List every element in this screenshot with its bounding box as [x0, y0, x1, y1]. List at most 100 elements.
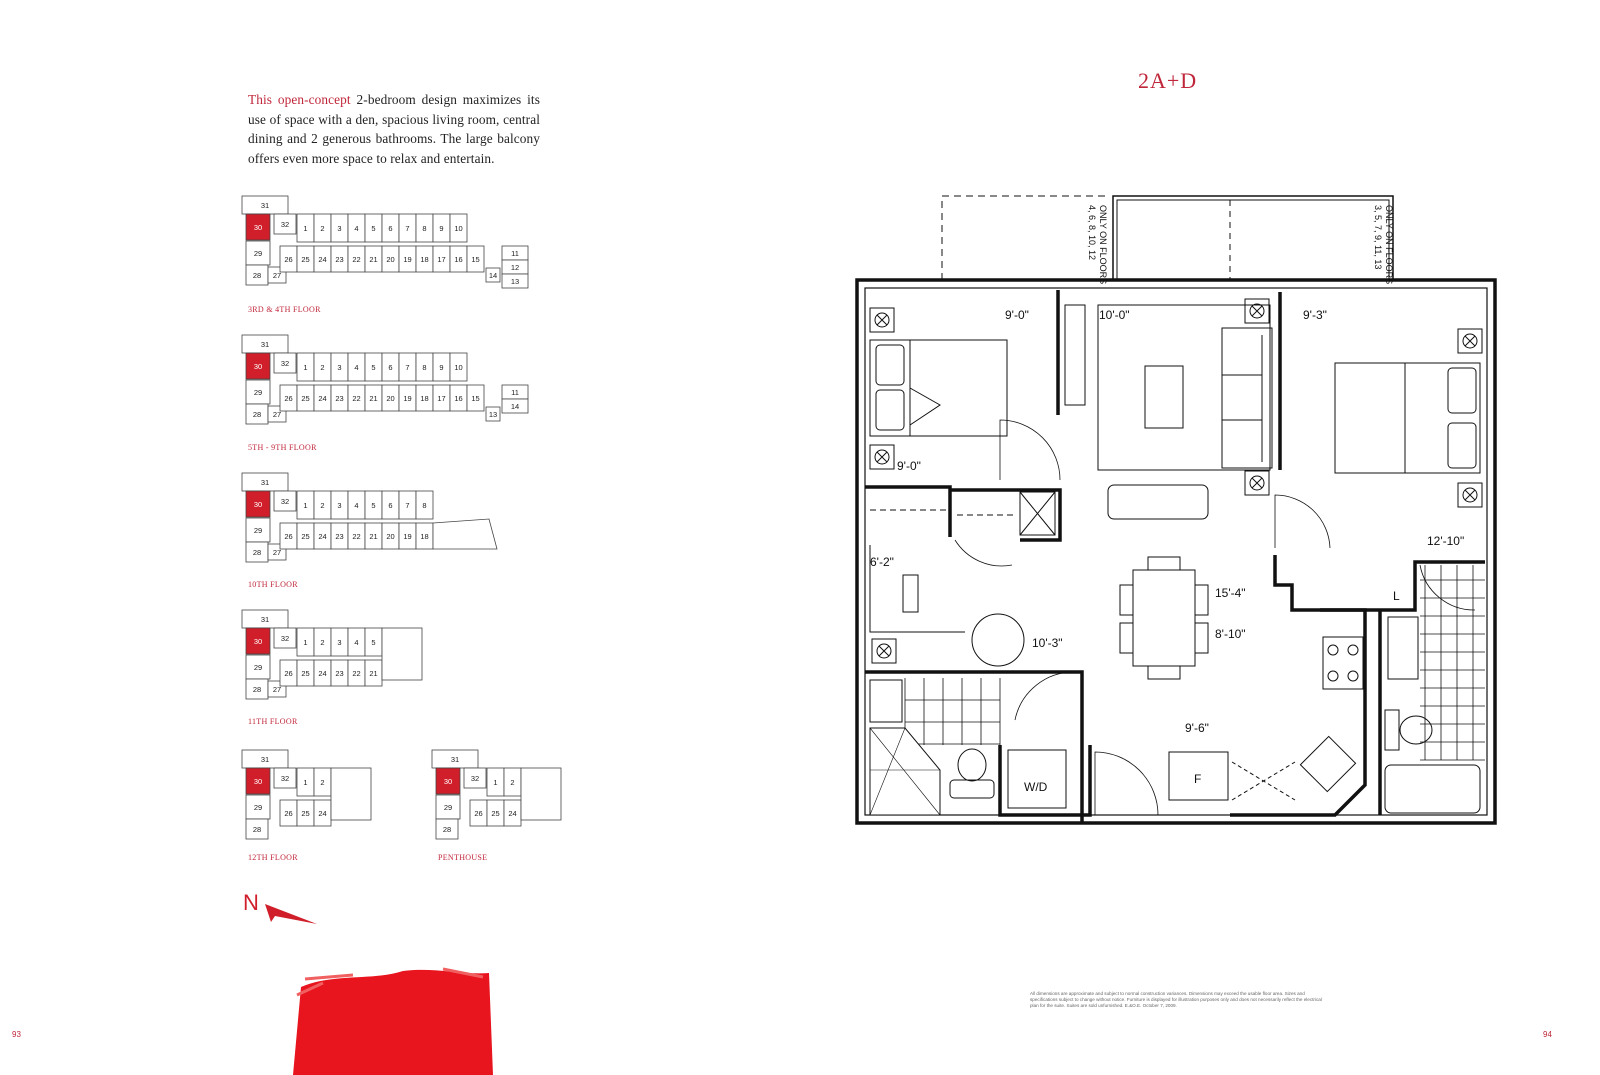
unit-number: 26	[284, 809, 292, 818]
unit-number: 10	[454, 224, 462, 233]
unit-number: 26	[284, 394, 292, 403]
unit-number: 19	[403, 255, 411, 264]
sofa	[1221, 327, 1273, 469]
unit-number: 31	[451, 755, 459, 764]
unit-number: 2	[510, 778, 514, 787]
unit-number: 7	[405, 501, 409, 510]
unit-number: 3	[337, 638, 341, 647]
unit-number: 25	[301, 394, 309, 403]
unit-number: 21	[369, 255, 377, 264]
dim-living-depth: 15'-4"	[1215, 586, 1246, 600]
unit-number: 23	[335, 669, 343, 678]
unit-number: 5	[371, 638, 375, 647]
unit-number: 19	[403, 532, 411, 541]
label-washer-dryer: W/D	[1024, 780, 1048, 794]
unit-15	[466, 384, 485, 412]
legal-disclaimer: All dimensions are approximate and subje…	[1030, 991, 1322, 1008]
balcony	[1112, 195, 1394, 281]
unit-number: 21	[369, 532, 377, 541]
unit-number: 24	[318, 669, 326, 678]
unit-number: 21	[369, 394, 377, 403]
unit-32	[273, 627, 297, 649]
unit-number: 7	[405, 363, 409, 372]
description-body: 2-bedroom design maximizes its use of sp…	[248, 92, 540, 166]
unit-number: 26	[284, 669, 292, 678]
tv-console	[1064, 304, 1086, 406]
unit-number: 16	[454, 394, 462, 403]
unit-32	[273, 352, 297, 374]
unit-29	[435, 794, 461, 820]
hvac-fixture-icon	[1457, 482, 1483, 508]
unit-number: 22	[352, 669, 360, 678]
unit-number: 9	[439, 224, 443, 233]
unit-number: 10	[454, 363, 462, 372]
balcony-note-left-1: ONLY ON FLOORS	[1098, 205, 1108, 284]
north-indicator: N	[243, 890, 317, 924]
unit-number: 27	[273, 685, 281, 694]
unit-number: 24	[508, 809, 516, 818]
unit-number: 25	[491, 809, 499, 818]
unit-number: 17	[437, 255, 445, 264]
bath2-vanity	[1387, 616, 1419, 680]
unit-number: 31	[261, 340, 269, 349]
unit-30	[245, 627, 271, 655]
unit-8	[415, 490, 434, 520]
unit-30	[245, 213, 271, 241]
unit-number: 3	[337, 363, 341, 372]
unit-number: 28	[253, 271, 261, 280]
unit-number: 14	[511, 402, 519, 411]
unit-number: 30	[254, 777, 262, 786]
unit-number: 27	[273, 271, 281, 280]
unit-number: 18	[420, 532, 428, 541]
dim-bed2-depth: 12'-10"	[1427, 534, 1464, 548]
unit-number: 23	[335, 532, 343, 541]
unit-number: 1	[303, 224, 307, 233]
unit-number: 30	[254, 500, 262, 509]
dim-den-width: 6'-2"	[870, 555, 894, 569]
unit-number: 1	[303, 363, 307, 372]
unit-15	[466, 245, 485, 273]
unit-number: 30	[444, 777, 452, 786]
balcony-note-left-2: 4, 6, 8, 10, 12	[1087, 205, 1097, 260]
unit-13	[485, 406, 501, 422]
unit-number: 24	[318, 809, 326, 818]
dim-dining-depth: 8'-10"	[1215, 627, 1246, 641]
unit-14	[485, 267, 501, 283]
unit-number: 5	[371, 224, 375, 233]
hvac-fixture-icon	[1244, 470, 1270, 496]
unit-number: 30	[254, 362, 262, 371]
unit-number: 14	[489, 271, 497, 280]
unit-number: 25	[301, 255, 309, 264]
unit-number: 32	[281, 774, 289, 783]
page-number-left: 93	[12, 1030, 21, 1039]
unit-number: 5	[371, 501, 375, 510]
unit-number: 7	[405, 224, 409, 233]
unit-number: 26	[284, 255, 292, 264]
unit-number: 28	[253, 825, 261, 834]
washer-dryer	[1007, 749, 1067, 809]
hvac-fixture-icon	[1457, 328, 1483, 354]
unit-number: 13	[511, 277, 519, 286]
ottoman	[1107, 484, 1209, 520]
unit-number: 5	[371, 363, 375, 372]
label-fridge: F	[1194, 772, 1201, 786]
suite-title: 2A+D	[1138, 68, 1198, 93]
unit-number: 32	[281, 497, 289, 506]
unit-number: 31	[261, 201, 269, 210]
north-label: N	[243, 890, 259, 915]
unit-30	[245, 490, 271, 518]
unit-number: 22	[352, 532, 360, 541]
unit-number: 20	[386, 394, 394, 403]
unit-number: 17	[437, 394, 445, 403]
unit-number: 15	[471, 255, 479, 264]
dim-bed1-width: 9'-0"	[1005, 308, 1029, 322]
unit-number: 28	[443, 825, 451, 834]
unit-number: 23	[335, 255, 343, 264]
unit-number: 32	[281, 359, 289, 368]
unit-number: 29	[254, 249, 262, 258]
north-arrow-icon	[265, 904, 317, 924]
